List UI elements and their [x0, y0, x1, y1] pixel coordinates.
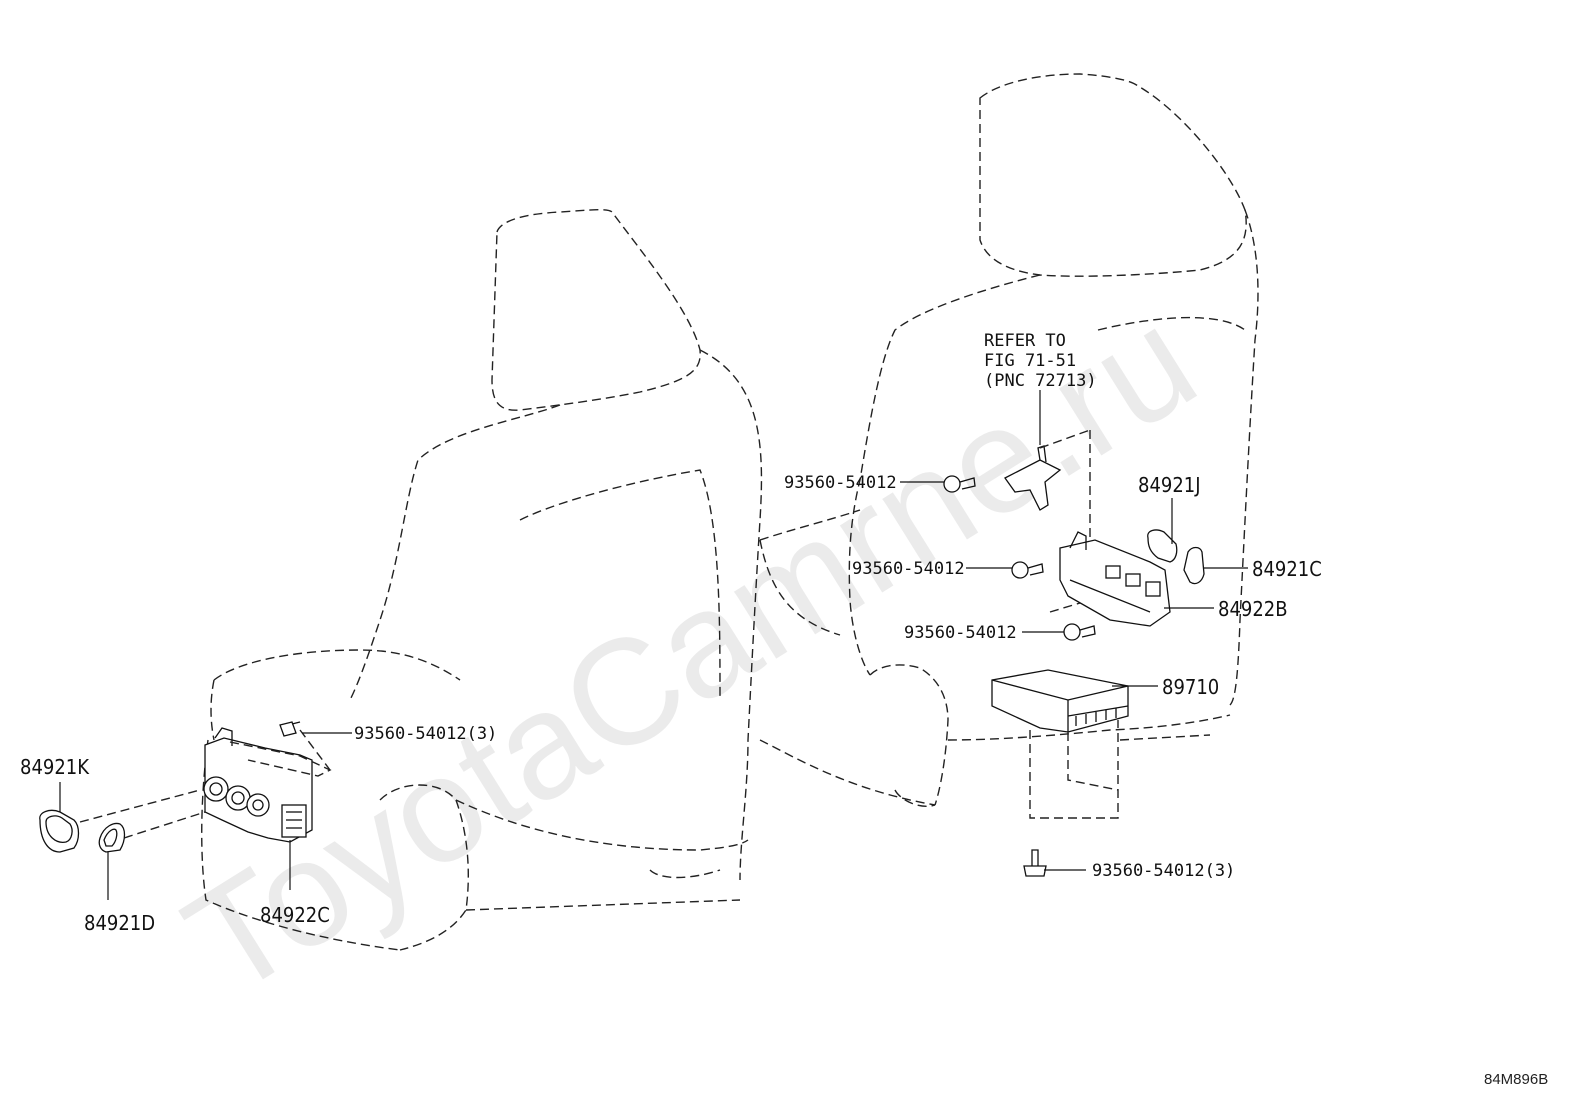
label-84921J: 84921J	[1138, 473, 1201, 497]
screw-r3-icon	[1063, 623, 1096, 641]
label-89710: 89710	[1162, 675, 1219, 699]
screw-bottom-icon	[1023, 849, 1047, 877]
screw-left-icon	[279, 721, 301, 737]
label-screw-r2: 93560-54012	[852, 559, 965, 579]
label-screw-bottom: 93560-54012(3)	[1092, 861, 1235, 881]
label-screw-r1: 93560-54012	[784, 473, 897, 493]
label-84922C: 84922C	[260, 903, 330, 927]
note-line1: REFER TO	[984, 331, 1066, 351]
knob-84921C	[1183, 546, 1205, 585]
label-84921D: 84921D	[84, 911, 155, 935]
label-84921C: 84921C	[1252, 557, 1322, 581]
knob-84921D	[98, 822, 126, 853]
note-line2: FIG 71-51	[984, 351, 1076, 371]
knob-84921K	[39, 809, 80, 853]
left-seat-outline	[201, 209, 763, 951]
note-line3: (PNC 72713)	[984, 371, 1097, 391]
label-84922B: 84922B	[1218, 597, 1288, 621]
switch-assembly-84922B	[1059, 531, 1171, 627]
label-screw-r3: 93560-54012	[904, 623, 1017, 643]
figure-code: 84M896B	[1484, 1071, 1548, 1088]
screw-r1-icon	[943, 475, 976, 493]
label-screw-left: 93560-54012(3)	[354, 724, 497, 744]
right-seat-outline	[759, 73, 1259, 807]
switch-assembly-84922C	[203, 727, 313, 843]
label-84921K: 84921K	[20, 755, 90, 779]
knob-84921J	[1147, 529, 1178, 563]
screw-r2-icon	[1011, 561, 1044, 579]
ecu-89710	[991, 669, 1129, 733]
